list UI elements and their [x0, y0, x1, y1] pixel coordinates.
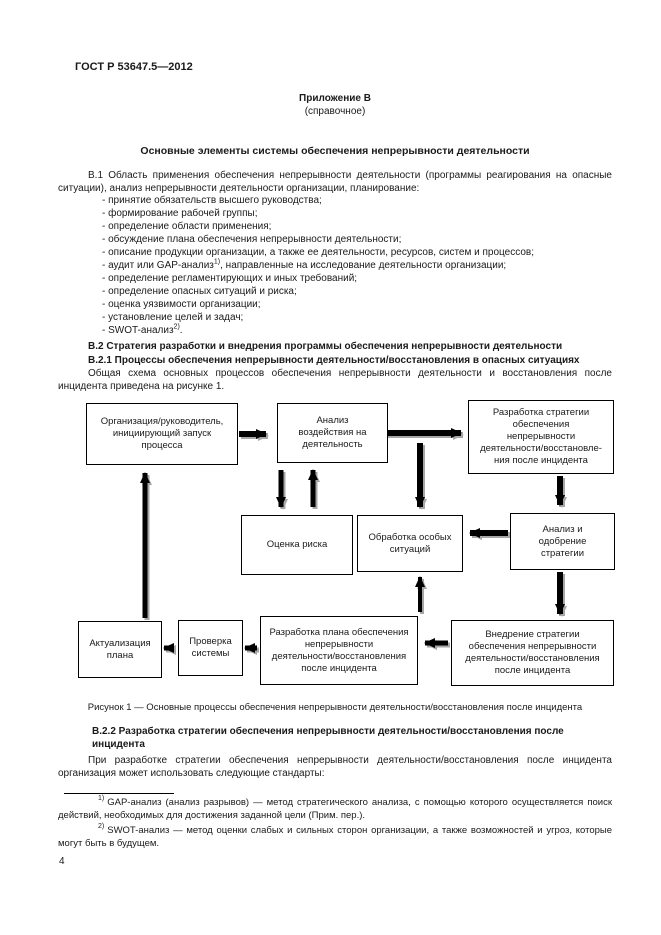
figure-diagram: Организация/руководитель, инициирующий з…	[0, 400, 661, 698]
page-number: 4	[59, 855, 65, 867]
section-b1-intro: В.1 Область применения обеспечения непре…	[58, 169, 612, 194]
heading-b2: В.2 Стратегия разработки и внедрения про…	[88, 341, 563, 353]
page-title: Основные элементы системы обеспечения не…	[140, 144, 530, 157]
standard-number: ГОСТ Р 53647.5—2012	[75, 61, 193, 73]
flow-node-strategy-approval: Анализ и одобрение стратегии	[510, 513, 615, 571]
flow-node-strategy-implementation: Внедрение стратегии обеспечения непрерыв…	[451, 620, 614, 687]
arrow-lines	[140, 428, 565, 654]
list-item: - определение опасных ситуаций и риска;	[102, 285, 297, 297]
footnote-text: GAP-анализ (анализ разрывов) — метод стр…	[58, 796, 612, 821]
list-item: - определение регламентирующих и иных тр…	[102, 272, 358, 284]
list-item: - оценка уязвимости организации;	[102, 298, 261, 310]
footnote-text: SWOT-анализ — метод оценки слабых и силь…	[58, 824, 612, 849]
list-item: - формирование рабочей группы;	[102, 208, 258, 220]
list-item: - аудит или GAP-анализ1), направленные н…	[102, 258, 507, 271]
list-item: - установление целей и задач;	[102, 311, 244, 323]
flow-node-strategy-development: Разработка стратегии обеспечения непреры…	[468, 400, 614, 475]
list-item: - принятие обязательств высшего руководс…	[102, 195, 322, 207]
list-item: - SWOT-анализ2).	[102, 323, 183, 336]
footnote-marker: 1)	[98, 795, 105, 803]
paragraph-b22: При разработке стратегии обеспечения неп…	[58, 754, 612, 779]
paragraph-b21: Общая схема основных процессов обеспечен…	[58, 368, 612, 393]
flow-node-risk-assessment: Оценка риска	[241, 515, 353, 576]
footnote-1: 1)GAP-анализ (анализ разрывов) — метод с…	[58, 795, 612, 822]
figure-caption: Рисунок 1 — Основные процессы обеспечени…	[87, 702, 583, 714]
flow-node-organization: Организация/руководитель, инициирующий з…	[86, 403, 238, 466]
flow-arrows	[140, 428, 567, 656]
list-item: - описание продукции организации, а такж…	[102, 247, 534, 259]
flow-node-impact-analysis: Анализ воздействия на деятельность	[277, 403, 388, 464]
list-item: - определение области применения;	[102, 221, 272, 233]
footnote-rule	[64, 792, 174, 794]
flow-node-system-check: Проверка системы	[178, 620, 243, 677]
heading-b22: В.2.2 Разработка стратегии обеспечения н…	[92, 725, 564, 750]
flow-node-plan-update: Актуализация плана	[78, 621, 162, 679]
footnote-marker: 2)	[98, 823, 105, 831]
footnote-2: 2)SWOT-анализ — метод оценки слабых и си…	[58, 823, 612, 850]
flow-node-plan-development: Разработка плана обеспечения непрерывнос…	[260, 616, 418, 686]
annex-kind: (справочное)	[304, 105, 366, 117]
annex-label: Приложение В	[299, 92, 371, 104]
b1-list: - принятие обязательств высшего руководс…	[102, 195, 612, 337]
heading-b21: В.2.1 Процессы обеспечения непрерывности…	[88, 355, 580, 367]
list-item: - обсуждение плана обеспечения непрерывн…	[102, 234, 402, 246]
flow-node-special-situations: Обработка особых ситуаций	[357, 515, 463, 573]
